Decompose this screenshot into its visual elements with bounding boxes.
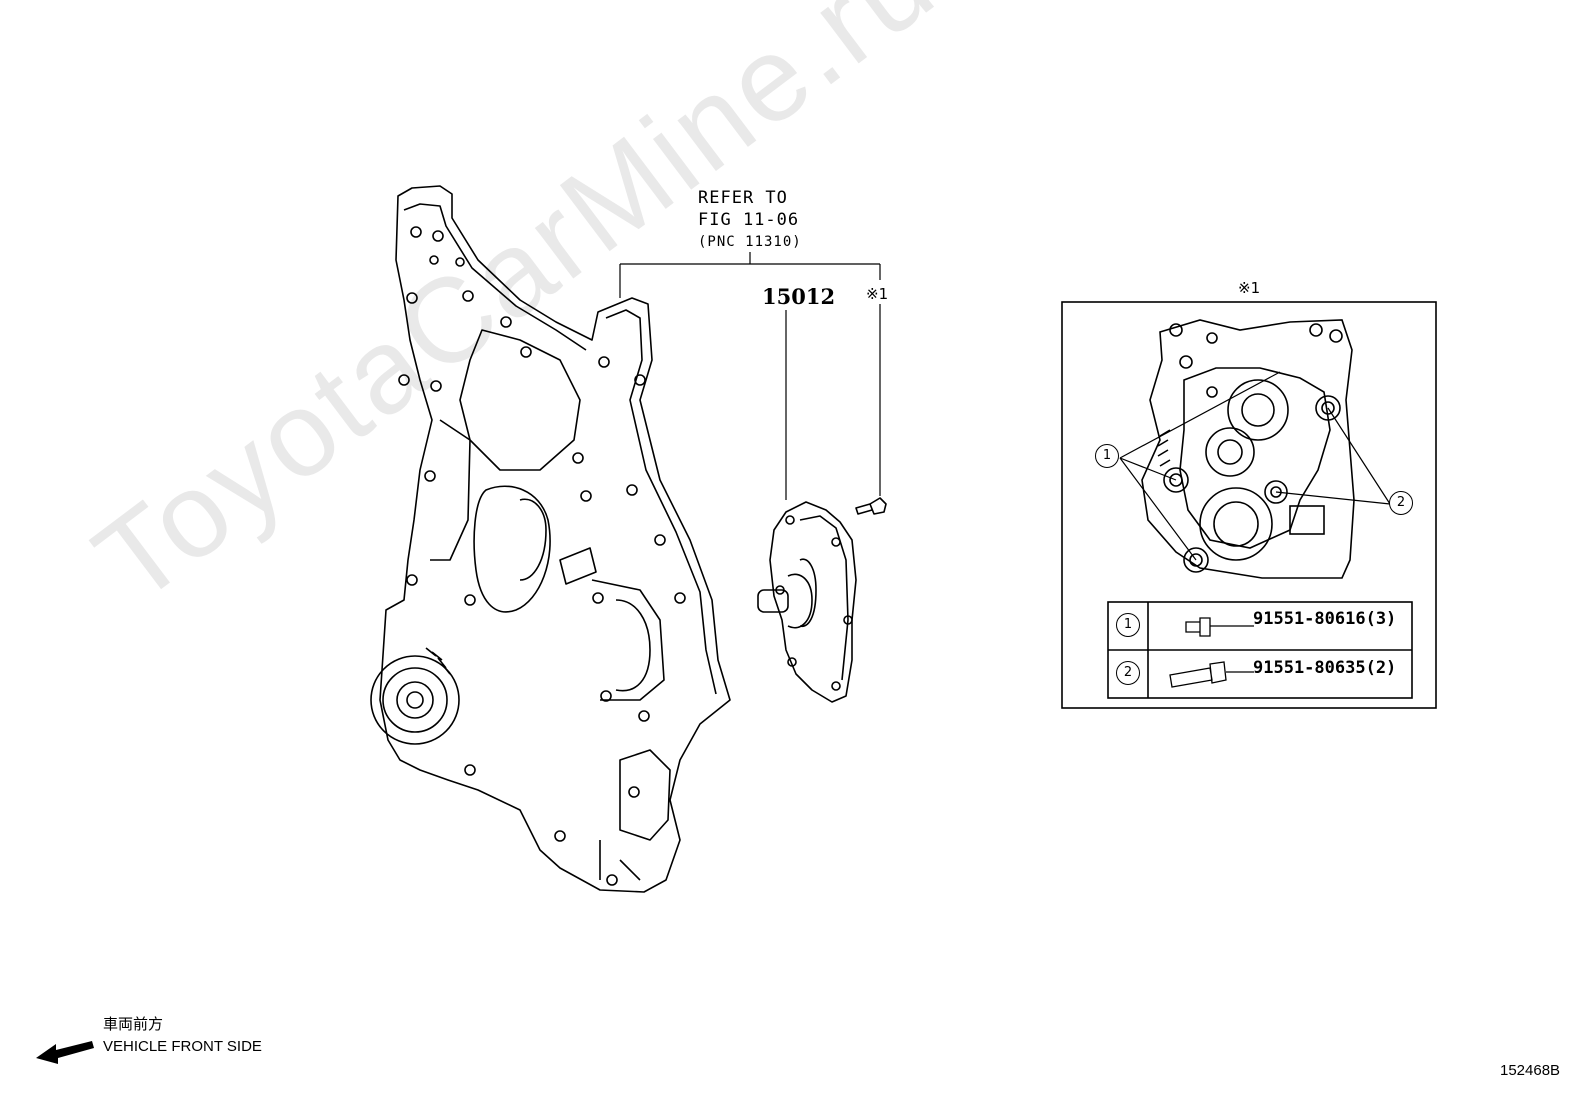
timing-cover-illustration: [370, 185, 731, 893]
detail-box: [1061, 301, 1437, 709]
refer-to-text: REFER TO: [698, 188, 788, 208]
legend-marker-1: 1: [1116, 613, 1140, 637]
front-arrow-icon: [36, 1041, 94, 1064]
vehicle-front-label-jp: 車両前方: [103, 1015, 164, 1033]
refer-fig-text: FIG 11-06: [698, 210, 800, 230]
part-number-label: 15012: [762, 284, 836, 309]
water-pump-illustration: [757, 501, 857, 703]
marker-2-callout: 2: [1389, 491, 1413, 515]
vehicle-front-label-en: VEHICLE FRONT SIDE: [103, 1038, 262, 1055]
legend-part-no-2: 91551-80635(2): [1253, 658, 1397, 678]
figure-id: 152468B: [1500, 1062, 1561, 1079]
legend-part-no-1: 91551-80616(3): [1253, 609, 1397, 629]
legend-marker-2: 2: [1116, 661, 1140, 685]
marker-1-callout: 1: [1095, 444, 1119, 468]
detail-title: ※1: [1238, 279, 1261, 297]
refer-pnc-text: (PNC 11310): [698, 234, 802, 250]
note-mark-label: ※1: [866, 285, 889, 303]
bolt-illustration: [855, 497, 887, 515]
